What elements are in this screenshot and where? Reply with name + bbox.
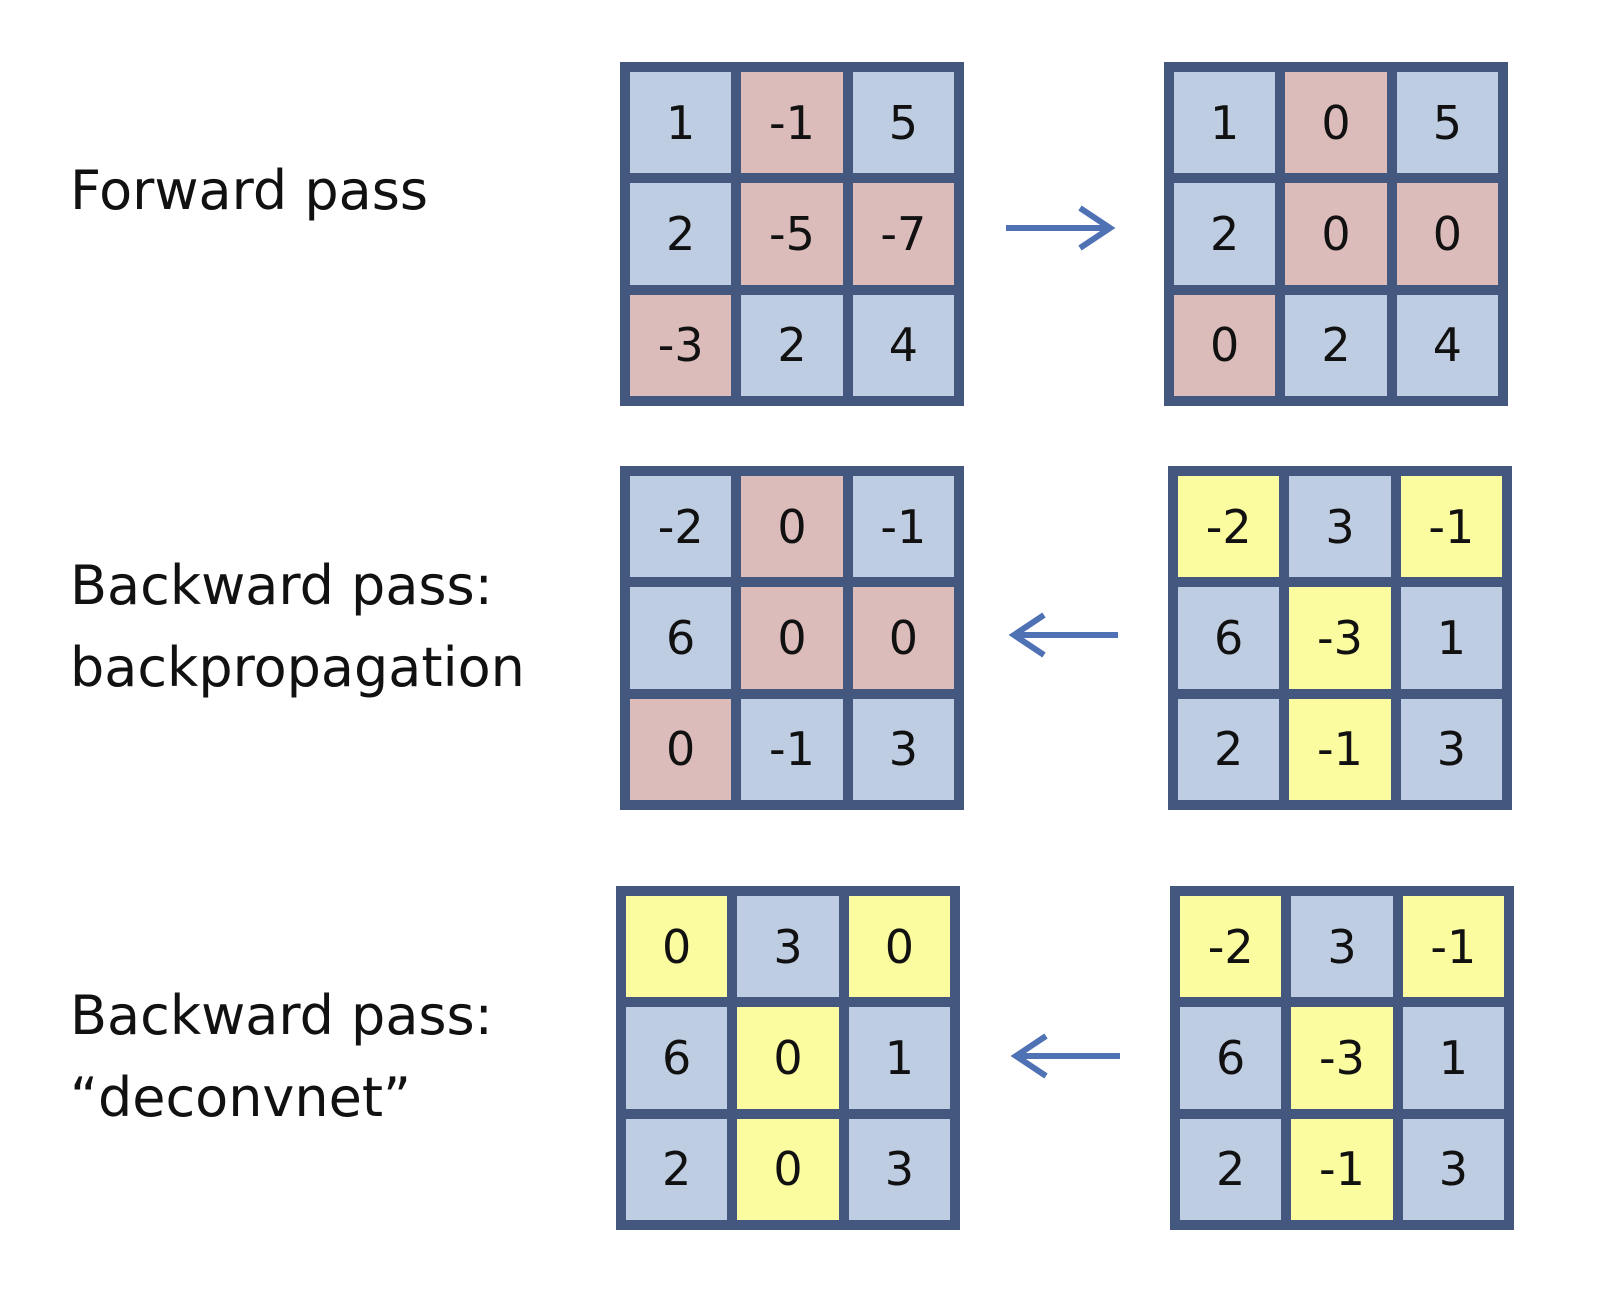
matrix-cell: 6 bbox=[1178, 587, 1280, 689]
matrix-cell: -3 bbox=[630, 294, 732, 396]
matrix-cell: 0 bbox=[1174, 294, 1276, 396]
matrix-cell: 1 bbox=[1402, 1007, 1504, 1109]
matrix-cell: -1 bbox=[852, 476, 954, 578]
matrix-cell: 0 bbox=[1285, 183, 1387, 285]
matrix-cell: -1 bbox=[1291, 1118, 1393, 1220]
matrix-cell: 3 bbox=[852, 698, 954, 800]
matrix-cell: 0 bbox=[852, 587, 954, 689]
matrix-cell: 2 bbox=[741, 294, 843, 396]
row-label-line: Backward pass: bbox=[70, 984, 493, 1047]
arrow-left-icon bbox=[1008, 612, 1118, 658]
matrix-cell: 1 bbox=[848, 1007, 950, 1109]
matrix-cell: 3 bbox=[848, 1118, 950, 1220]
matrix-cell: 3 bbox=[737, 896, 839, 998]
matrix-cell: 6 bbox=[630, 587, 732, 689]
row-label-line: backpropagation bbox=[70, 636, 525, 699]
arrow-right-icon bbox=[1006, 205, 1116, 251]
matrix-cell: 1 bbox=[1174, 72, 1276, 174]
matrix-cell: 3 bbox=[1289, 476, 1391, 578]
matrix-cell: 2 bbox=[1285, 294, 1387, 396]
matrix-cell: 2 bbox=[626, 1118, 728, 1220]
matrix-cell: 2 bbox=[1180, 1118, 1282, 1220]
matrix-cell: -2 bbox=[1180, 896, 1282, 998]
matrix-cell: -2 bbox=[1178, 476, 1280, 578]
matrix-cell: -5 bbox=[741, 183, 843, 285]
arrow-left-icon bbox=[1010, 1033, 1120, 1079]
matrix-cell: -3 bbox=[1289, 587, 1391, 689]
matrix-cell: -1 bbox=[1400, 476, 1502, 578]
matrix-cell: 0 bbox=[626, 896, 728, 998]
matrix-cell: -1 bbox=[1289, 698, 1391, 800]
row-label-forward: Forward pass bbox=[70, 150, 428, 232]
matrix-cell: 0 bbox=[741, 587, 843, 689]
row-label-backprop: Backward pass: backpropagation bbox=[70, 545, 525, 709]
matrix-cell: -2 bbox=[630, 476, 732, 578]
matrix-cell: 1 bbox=[1400, 587, 1502, 689]
matrix-cell: 2 bbox=[1174, 183, 1276, 285]
matrix-cell: 0 bbox=[1285, 72, 1387, 174]
matrix-cell: 2 bbox=[1178, 698, 1280, 800]
matrix-cell: 0 bbox=[1396, 183, 1498, 285]
matrix-cell: 4 bbox=[1396, 294, 1498, 396]
matrix-cell: 0 bbox=[848, 896, 950, 998]
row-label-deconvnet: Backward pass: “deconvnet” bbox=[70, 975, 493, 1139]
matrix-cell: 1 bbox=[630, 72, 732, 174]
row-label-line: Backward pass: bbox=[70, 554, 493, 617]
matrix-cell: 4 bbox=[852, 294, 954, 396]
matrix-cell: 5 bbox=[1396, 72, 1498, 174]
matrix-cell: -3 bbox=[1291, 1007, 1393, 1109]
matrix-cell: 2 bbox=[630, 183, 732, 285]
matrix-cell: 0 bbox=[741, 476, 843, 578]
matrix-cell: -7 bbox=[852, 183, 954, 285]
matrix-cell: 6 bbox=[626, 1007, 728, 1109]
matrix-cell: 3 bbox=[1400, 698, 1502, 800]
matrix-cell: 0 bbox=[630, 698, 732, 800]
row-label-line: “deconvnet” bbox=[70, 1066, 411, 1129]
matrix-cell: -1 bbox=[1402, 896, 1504, 998]
matrix-cell: 3 bbox=[1291, 896, 1393, 998]
matrix-cell: 5 bbox=[852, 72, 954, 174]
matrix-cell: 0 bbox=[737, 1007, 839, 1109]
matrix-cell: 6 bbox=[1180, 1007, 1282, 1109]
matrix-cell: 3 bbox=[1402, 1118, 1504, 1220]
matrix-cell: 0 bbox=[737, 1118, 839, 1220]
row-label-line: Forward pass bbox=[70, 159, 428, 222]
matrix-cell: -1 bbox=[741, 72, 843, 174]
matrix-cell: -1 bbox=[741, 698, 843, 800]
